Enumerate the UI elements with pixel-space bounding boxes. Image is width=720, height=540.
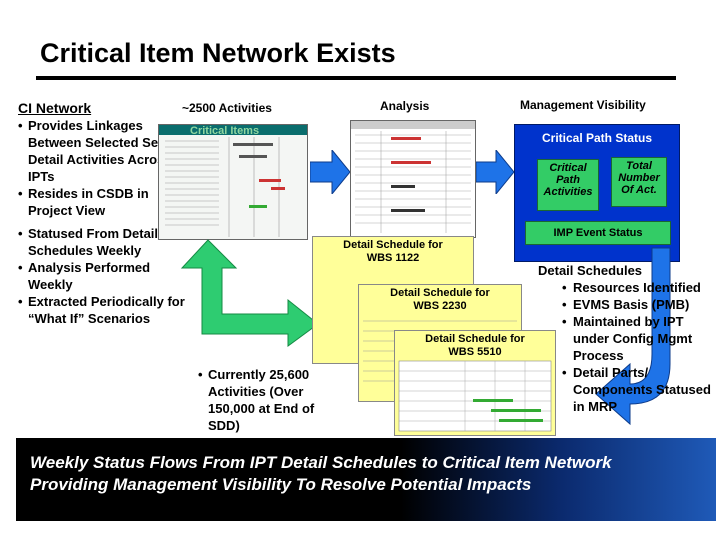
csdb-network-screenshot <box>158 124 308 240</box>
detail-schedules-heading: Detail Schedules <box>538 263 643 278</box>
detail-schedules-bullet: •EVMS Basis (PMB) <box>562 297 690 312</box>
critical-path-activities-box: Critical Path Activities <box>537 159 599 211</box>
activities-label: ~2500 Activities <box>182 101 272 115</box>
ci-network-heading: CI Network <box>18 100 92 116</box>
detail-schedules-section: Detail Schedules •Resources Identified •… <box>538 262 718 415</box>
summary-banner-text: Weekly Status Flows From IPT Detail Sche… <box>30 453 612 494</box>
summary-banner <box>16 438 716 521</box>
ci-bullet: •Provides Linkages Between Selected Set … <box>18 118 179 184</box>
detail-schedules-bullet: •Resources Identified <box>562 280 701 295</box>
analysis-label: Analysis <box>380 99 430 113</box>
imp-event-status-box: IMP Event Status <box>525 221 671 245</box>
critical-path-status-panel: Critical Path Status Critical Path Activ… <box>514 124 680 262</box>
gantt-thumbnail <box>159 125 307 239</box>
activity-count-note: •Currently 25,600 Activities (Over 150,0… <box>198 367 315 433</box>
title-divider <box>36 76 676 80</box>
ci-bullet: •Resides in CSDB in Project View <box>18 186 149 218</box>
ci-bullet: •Statused From Detail Schedules Weekly <box>18 226 159 258</box>
page-title: Critical Item Network Exists <box>40 38 396 68</box>
analysis-screenshot <box>350 120 476 238</box>
detail-schedules-bullet: •Maintained by IPT under Config Mgmt Pro… <box>562 314 693 363</box>
curved-flow-arrow-icon <box>595 247 671 426</box>
flow-arrow-right-icon <box>476 150 514 194</box>
panel-title: Critical Path Status <box>541 131 653 145</box>
ci-bullet: •Analysis Performed Weekly <box>18 260 151 292</box>
ci-network-section: CI Network •Provides Linkages Between Se… <box>18 100 188 327</box>
flow-arrow-right-icon <box>310 150 350 194</box>
critical-items-label: Critical Items <box>190 125 260 137</box>
management-visibility-label: Management Visibility <box>520 98 646 112</box>
double-flow-arrow-icon <box>180 239 319 347</box>
schedule-thumbnail <box>398 360 552 432</box>
total-number-box: Total Number Of Act. <box>611 157 667 207</box>
detail-schedules-bullet: •Detail Parts/ Components Statused in MR… <box>562 365 711 414</box>
analysis-thumbnail <box>351 121 475 233</box>
ci-bullet: •Extracted Periodically for “What If” Sc… <box>18 294 185 326</box>
